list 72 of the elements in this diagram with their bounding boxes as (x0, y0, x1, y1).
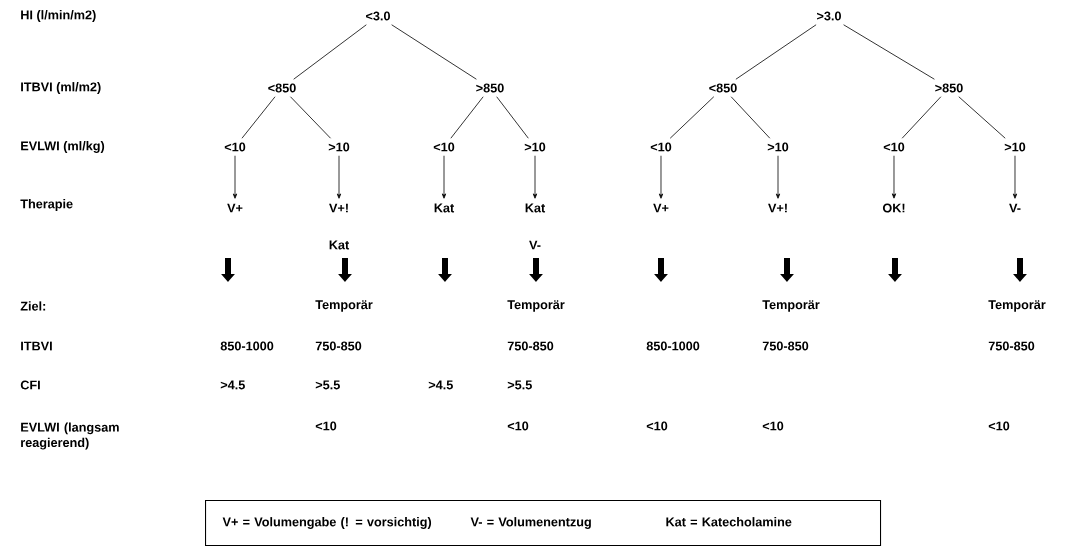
branch-line (290, 96, 331, 139)
node-text: Kat (525, 203, 546, 213)
table-value: <10 (507, 421, 529, 431)
table-value: <10 (988, 421, 1010, 431)
branch-line (958, 96, 1006, 139)
branch-line (843, 24, 935, 80)
branch-line (241, 96, 276, 139)
branch-line (669, 96, 715, 139)
arrow (336, 155, 342, 199)
node-text: V+! (768, 203, 787, 213)
table-value: >5.5 (507, 380, 532, 390)
row-label: EVLWI (langsam reagierend) (21, 422, 119, 450)
table-value: 850-1000 (646, 341, 700, 351)
node-text: >3.0 (817, 11, 841, 21)
row-label: CFI (20, 380, 40, 390)
row-label: ITBVI (ml/m2) (21, 82, 101, 94)
node-text: V- (1009, 203, 1021, 213)
branch-line (735, 24, 817, 80)
node-text: <3.0 (366, 11, 390, 21)
node-text: >10 (1004, 142, 1026, 152)
row-label: EVLWI (ml/kg) (21, 141, 105, 153)
branch-line (496, 96, 529, 139)
arrow (891, 155, 897, 199)
row-label: Therapie (20, 199, 73, 211)
table-value: Temporär (315, 300, 373, 312)
beside-text: V- (529, 240, 541, 250)
beside-text: Kat (329, 240, 350, 250)
node-text: >10 (328, 142, 350, 152)
table-value: <10 (646, 421, 668, 431)
node-text: >10 (767, 142, 789, 152)
table-value: >5.5 (315, 380, 340, 390)
node-text: <10 (224, 142, 246, 152)
node-text: >850 (476, 83, 504, 93)
node-text: <850 (268, 83, 296, 93)
table-value: 750-850 (988, 341, 1035, 351)
node-text: <10 (650, 142, 672, 152)
row-label: HI (l/min/m2) (21, 10, 96, 22)
node-text: <10 (433, 142, 455, 152)
row-label: Ziel: (20, 301, 46, 311)
table-value: <10 (315, 421, 337, 431)
table-value: 850-1000 (220, 341, 274, 351)
table-value: 750-850 (315, 341, 362, 351)
branch-line (293, 24, 367, 80)
arrow (532, 155, 538, 199)
arrow (1012, 155, 1018, 199)
arrow (658, 155, 664, 199)
node-text: V+ (227, 203, 243, 213)
table-value: 750-850 (507, 341, 554, 351)
arrow (775, 155, 781, 199)
node-text: V+ (653, 203, 669, 213)
node-text: OK! (882, 203, 905, 213)
branch-line (901, 96, 942, 139)
table-value: Temporär (507, 300, 565, 312)
node-text: Kat (434, 203, 455, 213)
arrow (441, 155, 447, 199)
node-text: >850 (935, 83, 963, 93)
table-value: >4.5 (220, 380, 245, 390)
node-text: <850 (709, 83, 737, 93)
branch-line (450, 96, 484, 139)
node-text: V+! (329, 203, 348, 213)
table-value: >4.5 (428, 380, 453, 390)
table-value: Temporär (762, 300, 820, 312)
branch-line (391, 24, 477, 80)
branch-line (730, 96, 771, 139)
table-value: <10 (762, 421, 784, 431)
arrow (232, 155, 238, 199)
table-value: Temporär (988, 300, 1046, 312)
row-label: ITBVI (21, 341, 52, 351)
legend-box: V+ = Volumengabe (! = vorsichtig) V- = Volumenentzug Kat = Katecholamine (205, 500, 882, 547)
node-text: <10 (883, 142, 905, 152)
node-text: >10 (524, 142, 546, 152)
table-value: 750-850 (762, 341, 809, 351)
